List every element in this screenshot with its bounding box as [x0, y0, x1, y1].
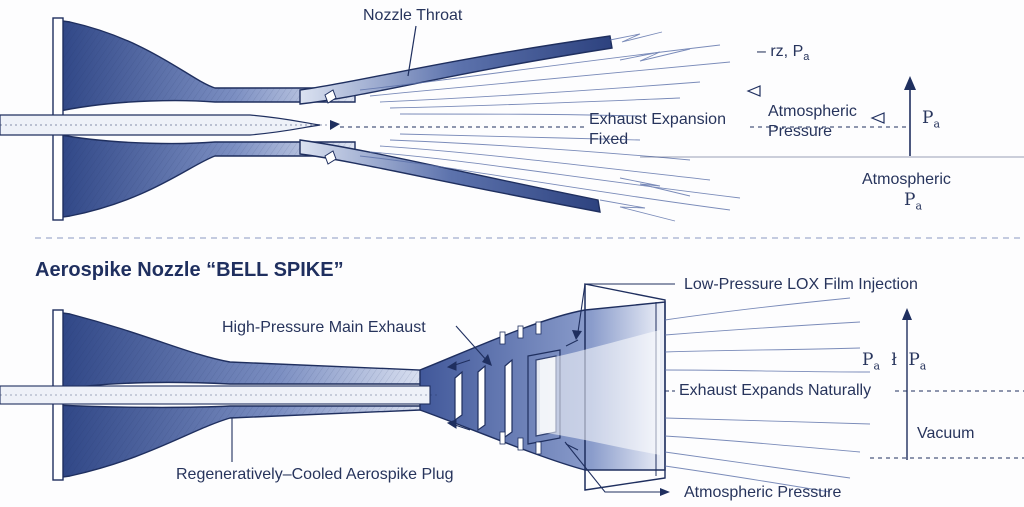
atmospheric-pressure-label: Atmospheric Pressure: [768, 82, 857, 142]
rz-pa-text: – rz, P: [757, 43, 804, 60]
atm-arrow-lower: [870, 112, 885, 124]
main-exhaust-leader: [455, 325, 489, 363]
pa-right-subscript: a: [919, 359, 927, 373]
top-nozzle: [0, 17, 1024, 222]
atm-arrow-upper: [746, 85, 761, 97]
aerospike-title: Aerospike Nozzle “BELL SPIKE”: [35, 259, 344, 281]
rz-pa-subscript: a: [803, 51, 810, 64]
atm-pa-symbol: P: [904, 190, 916, 210]
pa-left-subscript: a: [873, 359, 881, 373]
top-lower-bell-wall: [299, 139, 601, 213]
pa-right-symbol: P: [908, 350, 920, 370]
top-axis-arrowhead: [330, 120, 340, 130]
top-pa-symbol: P: [922, 108, 934, 128]
atmospheric-pressure-bottom-label: Atmospheric Pressure: [684, 484, 842, 501]
fixed-label: Fixed: [589, 131, 629, 148]
lox-injection-leader: [577, 283, 675, 333]
top-pa-subscript: a: [933, 117, 941, 131]
nozzle-throat-leader: [407, 25, 417, 77]
exhaust-expands-label: Exhaust Expands Naturally: [679, 382, 872, 399]
lox-injection-label: Low-Pressure LOX Film Injection: [684, 276, 918, 293]
top-flow-marker-upper: [324, 89, 337, 104]
bottom-exhaust-core: [540, 330, 660, 455]
rz-pa-label: – rz, Pa: [757, 44, 809, 63]
pa-pair-label: Pa ł Pa: [862, 350, 927, 373]
atmospheric-pressure-text: Atmospheric Pressure: [768, 103, 857, 140]
atmospheric-pa-label: Pa: [904, 190, 923, 213]
exhaust-expansion-label: Exhaust Expansion: [589, 111, 726, 128]
top-flow-marker-lower: [324, 150, 337, 165]
pa-separator: ł: [891, 350, 897, 370]
top-exhaust-plume: [359, 31, 741, 222]
main-exhaust-label: High-Pressure Main Exhaust: [222, 319, 426, 336]
nozzle-throat-label: Nozzle Throat: [363, 7, 463, 24]
bottom-wall-slots: [499, 321, 542, 455]
bottom-nozzle: [0, 283, 1024, 496]
aerospike-plug-label: Regeneratively–Cooled Aerospike Plug: [176, 466, 454, 483]
vacuum-label: Vacuum: [917, 425, 975, 442]
atm-pa-subscript: a: [915, 199, 923, 213]
top-pa-label: Pa: [922, 108, 941, 131]
atm-pressure-leader: [564, 441, 665, 493]
bottom-exhaust-plume: [664, 297, 871, 493]
atmospheric-label: Atmospheric: [862, 171, 951, 188]
top-upper-bell-wall: [299, 35, 613, 105]
pa-left-symbol: P: [862, 350, 874, 370]
